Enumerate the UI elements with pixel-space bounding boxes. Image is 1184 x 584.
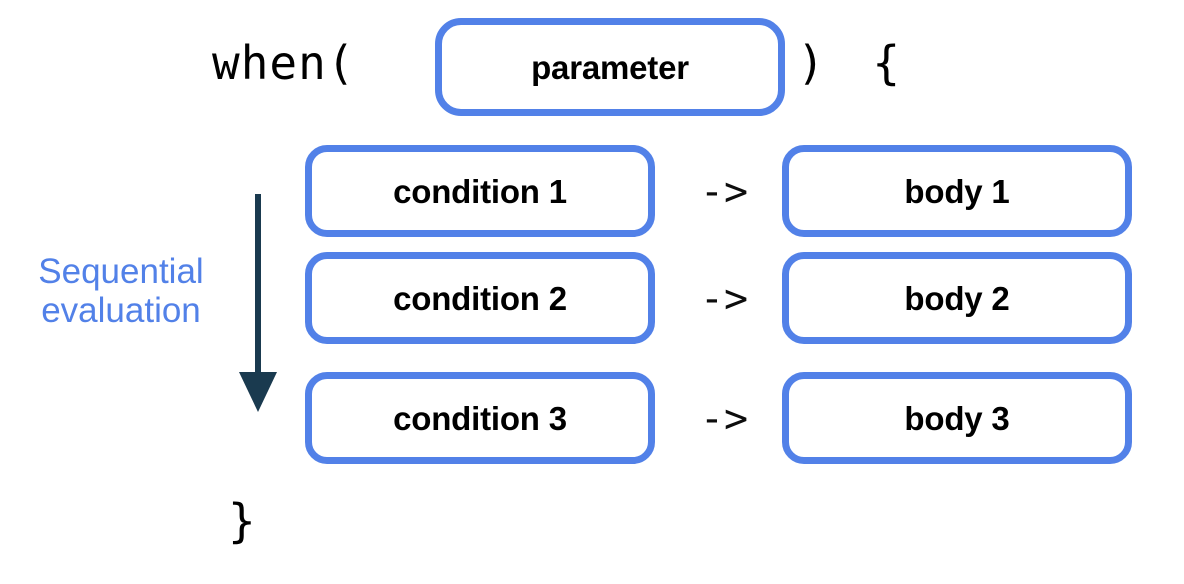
- branch-arrow-separator-2: ->: [699, 276, 749, 322]
- body-box-3[interactable]: body 3: [782, 372, 1132, 464]
- parameter-box-label: parameter: [531, 48, 689, 86]
- sequential-flow-down-arrow-icon: [239, 194, 277, 412]
- parameter-box[interactable]: parameter: [435, 18, 785, 116]
- branch-arrow-separator-1: ->: [699, 169, 749, 215]
- branch-arrow-separator-3: ->: [699, 396, 749, 442]
- body-box-3-label: body 3: [904, 399, 1010, 437]
- condition-box-1-label: condition 1: [393, 172, 567, 210]
- code-close-paren-and-open-brace: ) {: [797, 36, 911, 90]
- condition-box-1[interactable]: condition 1: [305, 145, 655, 237]
- sequential-evaluation-annotation: Sequential evaluation: [38, 252, 204, 331]
- condition-box-2[interactable]: condition 2: [305, 252, 655, 344]
- code-keyword-when-open: when(: [212, 36, 356, 90]
- condition-box-3[interactable]: condition 3: [305, 372, 655, 464]
- body-box-2-label: body 2: [904, 279, 1010, 317]
- condition-box-2-label: condition 2: [393, 279, 567, 317]
- body-box-1[interactable]: body 1: [782, 145, 1132, 237]
- condition-box-3-label: condition 3: [393, 399, 567, 437]
- code-closing-brace: }: [228, 494, 256, 548]
- body-box-2[interactable]: body 2: [782, 252, 1132, 344]
- body-box-1-label: body 1: [904, 172, 1010, 210]
